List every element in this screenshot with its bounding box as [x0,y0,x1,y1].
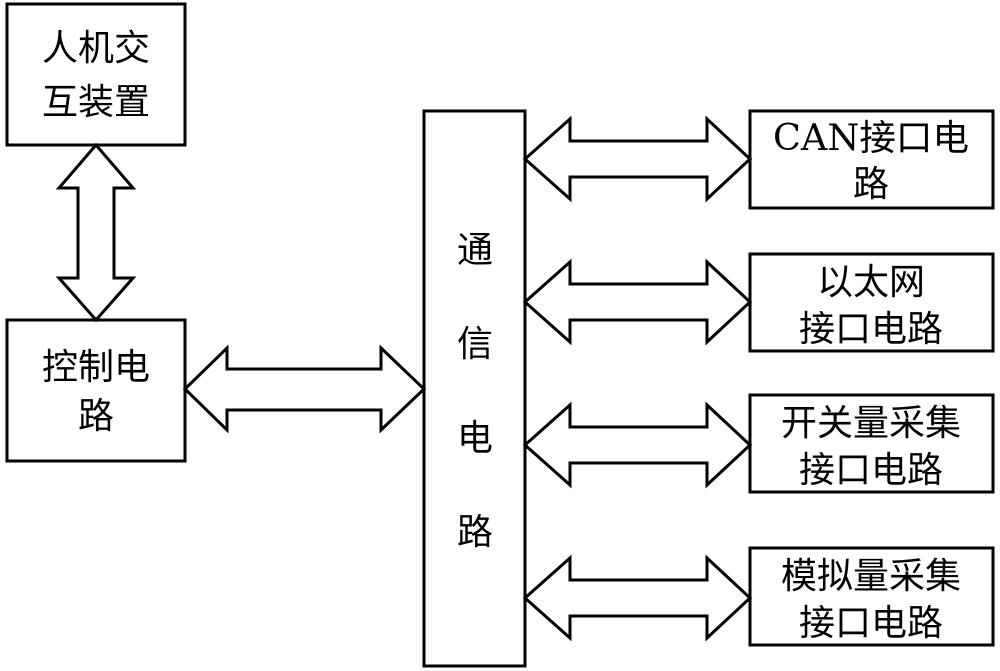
can-box [748,109,995,210]
comm-box [422,109,527,668]
comm-ethernet-arrow [522,258,753,346]
digital-input-label-line2: 接口电路 [799,450,943,491]
comm-analog-input-arrow [522,554,753,642]
hmi-label-line2: 互装置 [42,82,150,123]
comm-digital-input-arrow [522,401,753,489]
comm-can-arrow [522,115,753,203]
control-label-line1: 控制电 [42,347,150,388]
analog-input-label-line1: 模拟量采集 [781,556,961,597]
comm-label-char2: 信 [457,324,493,365]
ethernet-label-line1: 以太网 [817,262,925,303]
can-label-line1: CAN接口电 [773,118,969,159]
control-comm-arrow [182,344,427,434]
comm-label-char1: 通 [457,230,493,271]
hmi-label-line1: 人机交 [42,28,150,69]
analog-input-box [748,546,995,647]
hmi-control-arrow [55,142,137,323]
control-label-line2: 路 [78,396,114,437]
ethernet-label-line2: 接口电路 [799,309,943,350]
ethernet-box [748,252,995,353]
control-box [5,318,187,463]
digital-input-label-line1: 开关量采集 [781,403,961,444]
hmi-box [5,2,187,147]
digital-input-box [748,393,995,494]
can-label-line2: 路 [853,164,889,205]
comm-label-char3: 电 [457,418,493,459]
comm-label-char4: 路 [457,512,493,553]
analog-input-label-line2: 接口电路 [799,603,943,644]
